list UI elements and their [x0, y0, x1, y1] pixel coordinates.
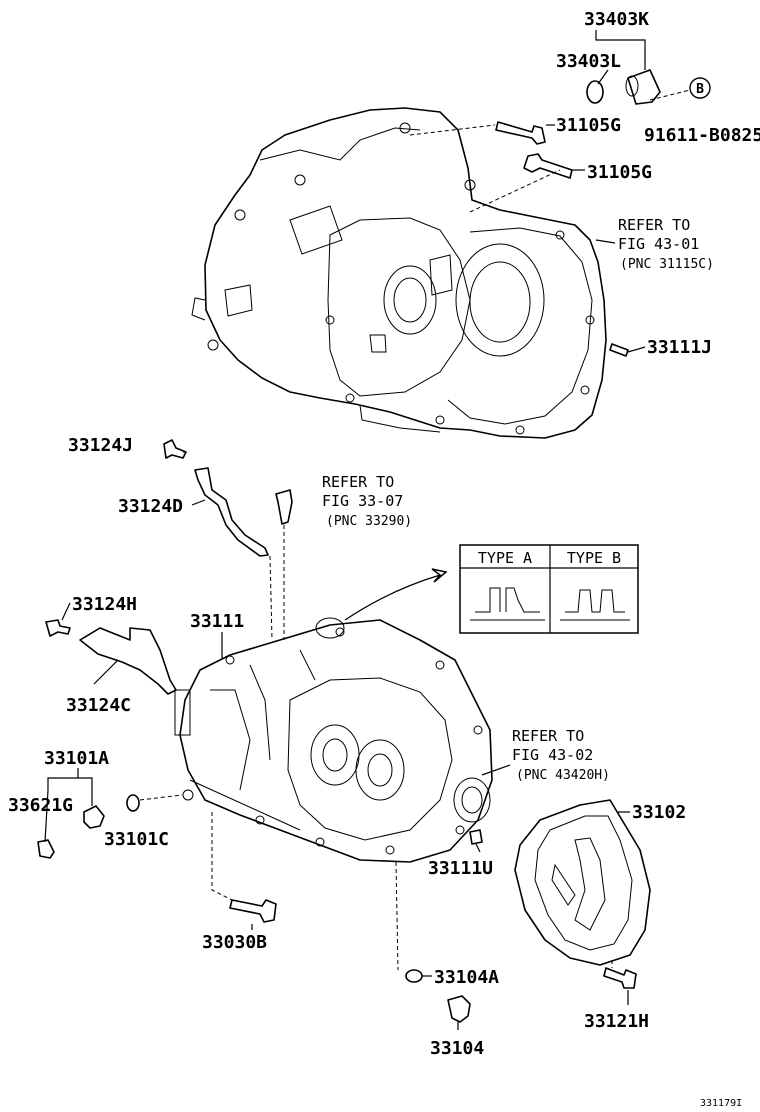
label-33111U: 33111U: [428, 858, 493, 879]
bolt-31105G-lower: [523, 153, 573, 179]
label-91611-B0825: 91611-B0825: [644, 125, 760, 146]
ref-43-02-line1: REFER TO: [512, 727, 584, 745]
gasket-33104A: [405, 969, 423, 983]
label-33111J: 33111J: [647, 337, 712, 358]
plug-33104: [447, 995, 471, 1023]
reference-note-fig-43-02: REFER TO FIG 43-02 (PNC 43420H): [512, 727, 610, 783]
label-33124J: 33124J: [68, 435, 133, 456]
part-number-labels: 33403K 33403L 31105G 31105G 91611-B0825 …: [8, 9, 760, 1059]
pin-33111J: [609, 343, 629, 357]
type-a-label: TYPE A: [478, 549, 532, 567]
label-33101C: 33101C: [104, 829, 169, 850]
o-ring-33403L: [586, 80, 604, 104]
label-33104: 33104: [430, 1038, 484, 1059]
transaxle-case-drawing: [174, 568, 493, 863]
plug-33290: [275, 489, 293, 525]
leader-lines: [47, 30, 646, 1030]
ref-43-02-line2: FIG 43-02: [512, 746, 593, 764]
bolt-31105G-upper: [495, 121, 546, 145]
bracket-33124D: [194, 467, 269, 557]
ref-43-01-line2: FIG 43-01: [618, 235, 699, 253]
type-b-label: TYPE B: [567, 549, 621, 567]
type-box-pointer-line: [344, 574, 441, 621]
ref-33-07-line1: REFER TO: [322, 473, 394, 491]
type-a-profile: [475, 587, 540, 613]
reference-circle-b-label: B: [696, 82, 704, 97]
ref-43-01-line1: REFER TO: [618, 216, 690, 234]
label-33121H: 33121H: [584, 1011, 649, 1032]
leader-b-dash: [649, 89, 691, 101]
reference-circle-b: [689, 77, 711, 99]
ref-33-07-line3: (PNC 33290): [326, 514, 412, 529]
drawing-number: 331179I: [700, 1098, 742, 1109]
label-33403L: 33403L: [556, 51, 621, 72]
oil-seal-33403K: [625, 69, 661, 105]
bolt-33030B: [229, 899, 277, 923]
reference-note-fig-43-01: REFER TO FIG 43-01 (PNC 31115C): [618, 216, 714, 272]
bolt-33124J: [163, 439, 187, 459]
type-variant-box: TYPE A TYPE B: [459, 544, 639, 634]
label-33124D: 33124D: [118, 496, 183, 517]
label-33124C: 33124C: [66, 695, 131, 716]
plug-33101A: [83, 805, 105, 829]
label-33124H: 33124H: [72, 594, 137, 615]
reference-note-fig-33-07: REFER TO FIG 33-07 (PNC 33290): [322, 473, 412, 529]
ref-43-02-line3: (PNC 43420H): [516, 768, 610, 783]
label-33104A: 33104A: [434, 967, 499, 988]
ref-33-07-line2: FIG 33-07: [322, 492, 403, 510]
plug-33621G: [37, 839, 55, 859]
ref-43-01-line3: (PNC 31115C): [620, 257, 714, 272]
bolt-33124H: [45, 619, 71, 637]
type-b-profile: [565, 589, 625, 613]
pin-33111U: [469, 829, 483, 845]
cover-33102: [514, 799, 651, 966]
label-31105G-lower: 31105G: [587, 162, 652, 183]
label-33030B: 33030B: [202, 932, 267, 953]
clutch-housing-drawing: [191, 107, 607, 439]
label-31105G-upper: 31105G: [556, 115, 621, 136]
label-33621G: 33621G: [8, 795, 73, 816]
label-33403K: 33403K: [584, 9, 649, 30]
gasket-33101C: [126, 794, 140, 812]
bracket-33124C: [79, 627, 177, 695]
label-33101A: 33101A: [44, 748, 109, 769]
bolt-33121H: [603, 967, 637, 989]
label-33111: 33111: [190, 611, 244, 632]
label-33102: 33102: [632, 802, 686, 823]
